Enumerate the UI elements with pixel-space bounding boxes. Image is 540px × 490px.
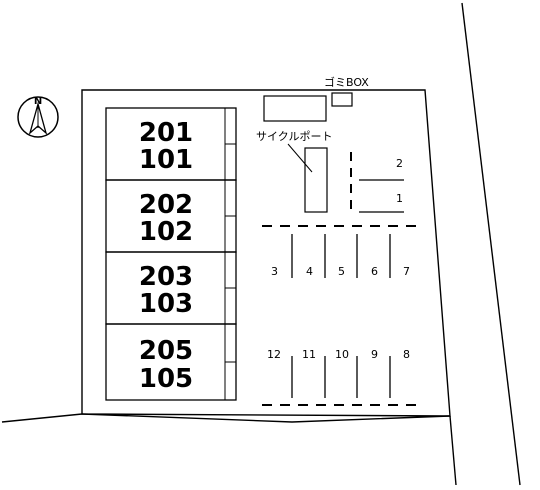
storage-shed <box>263 95 327 122</box>
parking-number-8: 8 <box>403 348 410 361</box>
building <box>105 107 237 401</box>
parking-number-10: 10 <box>335 348 349 361</box>
garbage-box <box>331 92 353 107</box>
parking-number-1: 1 <box>396 192 403 205</box>
parking-number-3: 3 <box>271 265 278 278</box>
site-boundary <box>81 89 451 417</box>
parking-number-4: 4 <box>306 265 313 278</box>
garbage-box-label: ゴミBOX <box>324 75 369 89</box>
unit-label-105: 105 <box>139 364 193 394</box>
unit-label-202: 202 <box>139 190 193 220</box>
unit-label-103: 103 <box>139 289 193 319</box>
unit-label-101: 101 <box>139 145 193 175</box>
parking-number-12: 12 <box>267 348 281 361</box>
compass-label: N <box>34 96 42 107</box>
unit-label-201: 201 <box>139 118 193 148</box>
road-edge-right-b <box>449 415 457 486</box>
parking-dividers-middle <box>291 234 391 278</box>
unit-label-102: 102 <box>139 217 193 247</box>
north-arrow-icon: N <box>17 96 59 138</box>
parking-number-7: 7 <box>403 265 410 278</box>
cycle-port <box>304 147 328 213</box>
unit-label-203: 203 <box>139 262 193 292</box>
parking-number-6: 6 <box>371 265 378 278</box>
road-edge-right-a <box>461 2 521 486</box>
road-edge-bottom-2 <box>81 413 451 423</box>
parking-number-11: 11 <box>302 348 316 361</box>
road-edge-bottom <box>1 413 83 423</box>
parking-number-2: 2 <box>396 157 403 170</box>
parking-number-5: 5 <box>338 265 345 278</box>
unit-label-205: 205 <box>139 336 193 366</box>
parking-dividers-bottom <box>291 356 391 398</box>
cycle-port-leader <box>287 143 313 173</box>
cycle-port-label: サイクルポート <box>256 130 332 143</box>
parking-number-9: 9 <box>371 348 378 361</box>
